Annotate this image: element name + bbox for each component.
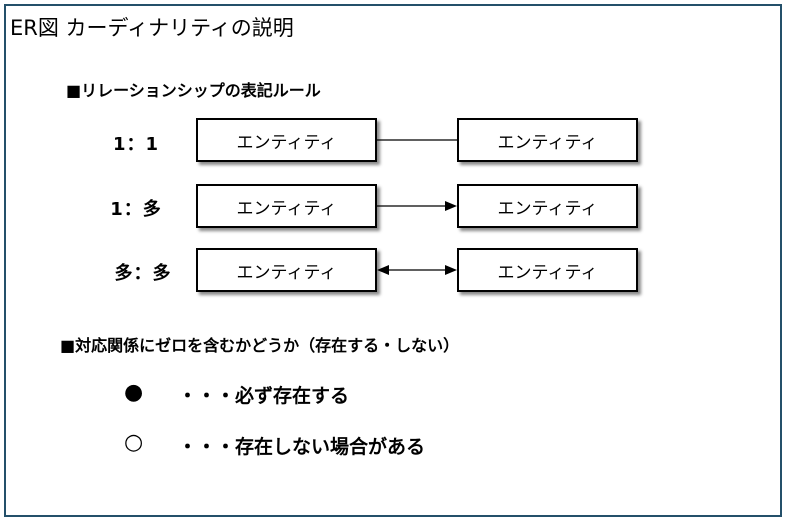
- page-title: ER図 カーディナリティの説明: [10, 16, 294, 40]
- diagram-frame: [4, 4, 782, 517]
- legend-text-optional: ・・・存在しない場合がある: [178, 436, 426, 458]
- section-heading-notation: ■リレーションシップの表記ルール: [66, 81, 321, 100]
- relationship-line-plain: [377, 139, 457, 141]
- relationship-arrow-double: [377, 265, 457, 275]
- entity-box: エンティティ: [457, 184, 638, 228]
- entity-box: エンティティ: [457, 248, 638, 292]
- entity-box: エンティティ: [196, 184, 377, 228]
- entity-box: エンティティ: [457, 118, 638, 162]
- open-circle-icon: ○: [124, 430, 144, 455]
- section-heading-zero: ■対応関係にゼロを含むかどうか（存在する・しない）: [60, 336, 460, 355]
- ratio-label-one-to-many: 1：多: [110, 199, 162, 220]
- entity-box: エンティティ: [196, 118, 377, 162]
- relationship-arrow-single: [377, 201, 457, 211]
- entity-box: エンティティ: [196, 248, 377, 292]
- filled-circle-icon: ●: [124, 380, 144, 405]
- legend-text-mandatory: ・・・必ず存在する: [178, 385, 350, 407]
- ratio-label-one-to-one: 1：1: [112, 134, 160, 155]
- ratio-label-many-to-many: 多：多: [114, 263, 172, 284]
